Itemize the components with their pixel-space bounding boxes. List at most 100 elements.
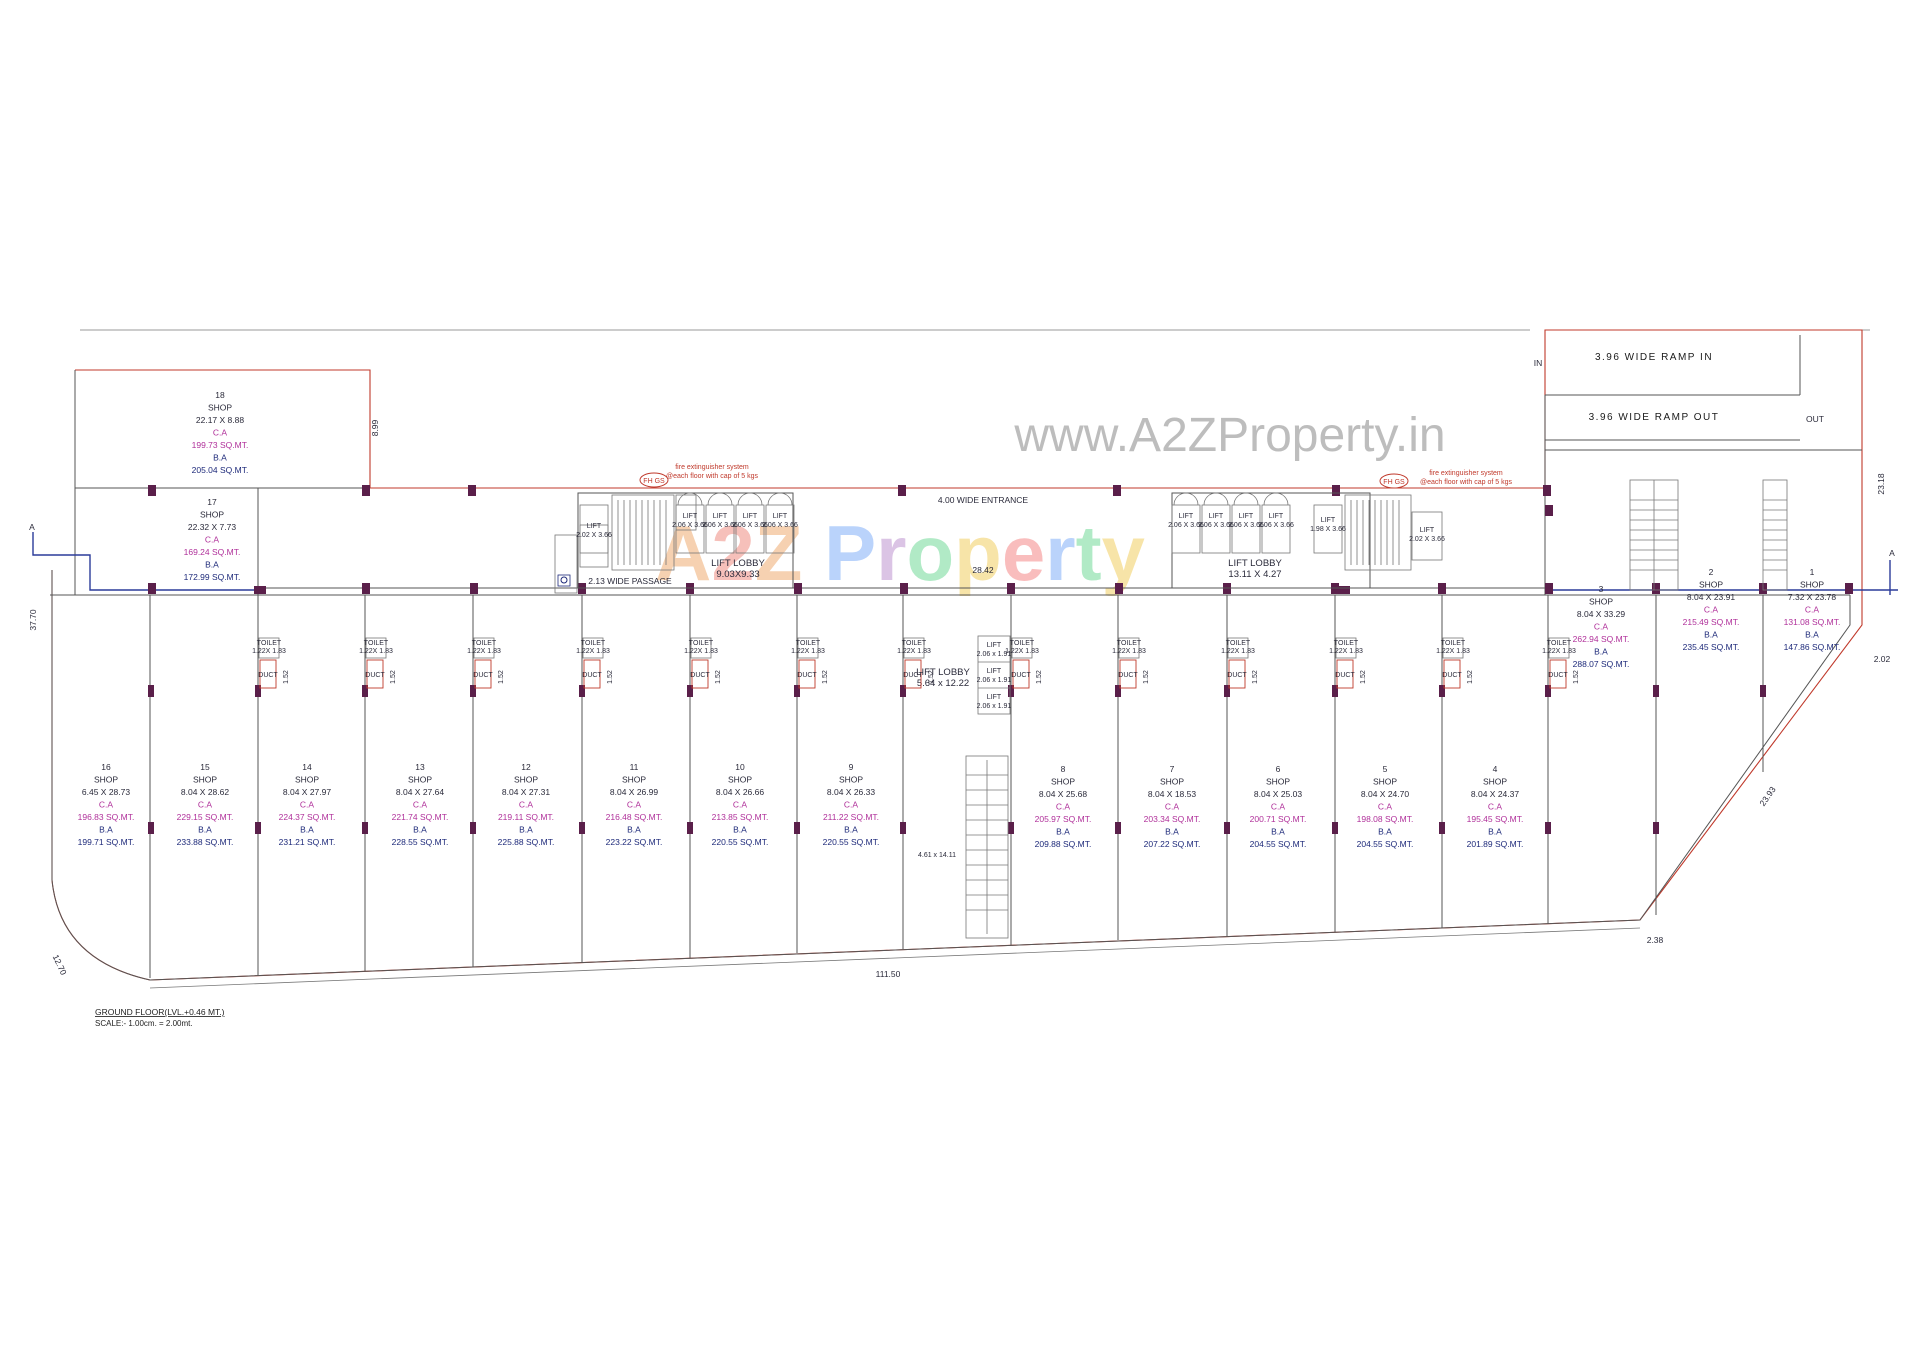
right-lift-lobby-size: 13.11 X 4.27 — [1228, 569, 1281, 580]
duct-label: DUCT — [797, 672, 817, 679]
shops_bottom-6-type: SHOP — [1266, 777, 1290, 787]
shops_top-3-no: 3 — [1599, 584, 1604, 594]
drawing-title-line2: SCALE:- 1.00cm. = 2.00mt. — [95, 1019, 193, 1028]
right-stairs — [1629, 479, 1788, 591]
shops_bottom-10-size: 8.04 X 26.66 — [716, 787, 764, 797]
ramp-in-label: 3.96 WIDE RAMP IN — [1595, 352, 1713, 363]
toilet-dimension: 1.52 — [390, 670, 397, 684]
toilet-size: 1.22X 1.83 — [252, 648, 286, 655]
shops_bottom-4-size: 8.04 X 24.37 — [1471, 789, 1519, 799]
shops_bottom-12-ca: 219.11 SQ.MT. — [498, 812, 554, 822]
shops_bottom-5-no: 5 — [1383, 764, 1388, 774]
toilet-dimension: 1.52 — [1143, 670, 1150, 684]
toilet-size: 1.22X 1.83 — [1542, 648, 1576, 655]
shops_top-3-ca-label: C.A — [1594, 622, 1609, 632]
shops_bottom-8-size: 8.04 X 25.68 — [1039, 789, 1087, 799]
shops_bottom-6-no: 6 — [1276, 764, 1281, 774]
left-lift-3-name: LIFT — [713, 513, 728, 520]
shops_top-1-ba: 147.86 SQ.MT. — [1784, 642, 1841, 652]
shops_top-1-ca-label: C.A — [1805, 605, 1820, 615]
dim-bottom-right: 2.38 — [1647, 935, 1664, 945]
svg-text:A: A — [1889, 548, 1895, 558]
center-lift-lobby-size: 5.64 x 12.22 — [917, 678, 969, 689]
dim-right: 23.18 — [1876, 473, 1886, 495]
left-lift-1-size: 2.02 X 3.66 — [576, 532, 612, 539]
shops_bottom-13-ba: 228.55 SQ.MT. — [392, 837, 449, 847]
shops_bottom-4-ca-label: C.A — [1488, 802, 1503, 812]
shops_bottom-11-ba: 223.22 SQ.MT. — [606, 837, 663, 847]
right-lift-4-size: 2.06 X 3.66 — [1258, 522, 1294, 529]
duct-label: DUCT — [582, 672, 602, 679]
toilet-dimension: 1.52 — [822, 670, 829, 684]
shops_top-18-ca-label: C.A — [213, 428, 228, 438]
shops_bottom-5-type: SHOP — [1373, 777, 1397, 787]
dim-bottom: 111.50 — [876, 969, 901, 979]
shops_top-2-ba-label: B.A — [1704, 630, 1718, 640]
shops_top-2-type: SHOP — [1699, 580, 1723, 590]
toilet-dimension: 1.52 — [1467, 670, 1474, 684]
shops_bottom-15-ba-label: B.A — [198, 825, 212, 835]
shops_bottom-6-size: 8.04 X 25.03 — [1254, 789, 1302, 799]
toilet-label: TOILET — [1117, 640, 1142, 647]
shops_bottom-8-ba: 209.88 SQ.MT. — [1035, 839, 1092, 849]
toilet-label: TOILET — [1334, 640, 1359, 647]
toilet-label: TOILET — [796, 640, 821, 647]
toilet-size: 1.22X 1.83 — [684, 648, 718, 655]
shops_top-17-no: 17 — [207, 497, 217, 507]
shops_bottom-15-ca: 229.15 SQ.MT. — [177, 812, 234, 822]
center-lift-1-size: 2.06 x 1.91 — [977, 651, 1012, 658]
shops_bottom-10-type: SHOP — [728, 775, 752, 785]
shops_bottom-14-type: SHOP — [295, 775, 319, 785]
passage-label: 2.13 WIDE PASSAGE — [588, 576, 672, 586]
toilet-label: TOILET — [364, 640, 389, 647]
passage-width: 28.42 — [972, 565, 994, 575]
shops_bottom-10-ba-label: B.A — [733, 825, 747, 835]
left-core: LIFT 2.02 X 3.66 LIFT 2.06 X 3.66 LIFT 2… — [554, 492, 798, 594]
shops_bottom-5-ba: 204.55 SQ.MT. — [1357, 839, 1414, 849]
shops_bottom-15-type: SHOP — [193, 775, 217, 785]
shops_bottom-9-ba-label: B.A — [844, 825, 858, 835]
shops_bottom-7-ba-label: B.A — [1165, 827, 1179, 837]
toilet-label: TOILET — [257, 640, 282, 647]
dim-left-bottom: 12.70 — [51, 953, 69, 977]
toilet-size: 1.22X 1.83 — [359, 648, 393, 655]
toilet-dimension: 1.52 — [607, 670, 614, 684]
shops_bottom-12-size: 8.04 X 27.31 — [502, 787, 550, 797]
toilet-label: TOILET — [1226, 640, 1251, 647]
left-lift-3-size: 2.06 X 3.66 — [702, 522, 738, 529]
center-lift-3-name: LIFT — [987, 694, 1002, 701]
center-core: LIFT 2.06 x 1.91 LIFT 2.06 x 1.91 LIFT 2… — [916, 635, 1012, 939]
dim-right-diag: 23.93 — [1757, 784, 1778, 807]
center-lift-1-name: LIFT — [987, 642, 1002, 649]
right-lifts: LIFT 2.06 X 3.66 LIFT 2.06 X 3.66 LIFT 2… — [1168, 492, 1445, 561]
duct-label: DUCT — [1227, 672, 1247, 679]
ramp-out-marker: OUT — [1806, 414, 1824, 424]
dim-left: 37.70 — [28, 609, 38, 631]
right-lift-6-name: LIFT — [1420, 527, 1435, 534]
shops_bottom-16-ba-label: B.A — [99, 825, 113, 835]
shops_bottom-10-ba: 220.55 SQ.MT. — [712, 837, 769, 847]
shops_bottom-4-type: SHOP — [1483, 777, 1507, 787]
shops_top-3-ba-label: B.A — [1594, 647, 1608, 657]
shops_bottom-5-ca: 198.08 SQ.MT. — [1357, 814, 1414, 824]
duct-label: DUCT — [365, 672, 385, 679]
shops_bottom-6-ca: 200.71 SQ.MT. — [1250, 814, 1307, 824]
shops_bottom-14-no: 14 — [302, 762, 312, 772]
shops_bottom-13-ca: 221.74 SQ.MT. — [392, 812, 449, 822]
drawing-title-line1: GROUND FLOOR(LVL.+0.46 MT.) — [95, 1007, 225, 1017]
service-line — [32, 532, 255, 591]
fire-note-left-line1: fire extinguisher system — [675, 464, 749, 471]
center-lift-lobby-title: LIFT LOBBY — [916, 667, 970, 678]
left-lifts: LIFT 2.02 X 3.66 LIFT 2.06 X 3.66 LIFT 2… — [576, 492, 798, 554]
shops_bottom-12-type: SHOP — [514, 775, 538, 785]
toilet-dimension: 1.52 — [498, 670, 505, 684]
shops_bottom-11-size: 8.04 X 26.99 — [610, 787, 658, 797]
shops_top-18-no: 18 — [215, 390, 225, 400]
shops_bottom-8-type: SHOP — [1051, 777, 1075, 787]
right-lift-lobby-title: LIFT LOBBY — [1228, 558, 1282, 569]
shops_bottom-9-type: SHOP — [839, 775, 863, 785]
dim-right-small: 2.02 — [1874, 654, 1891, 664]
